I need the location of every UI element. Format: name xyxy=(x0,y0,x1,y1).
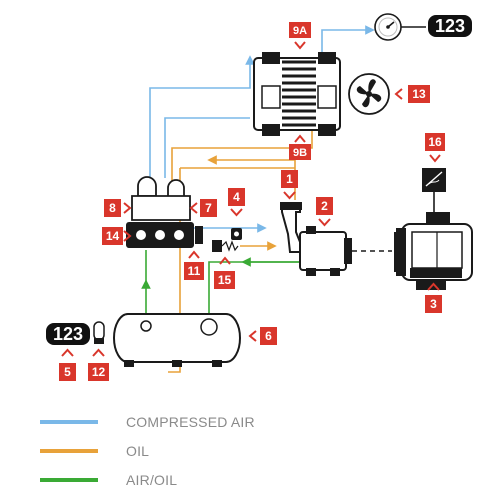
callout-1: 1 xyxy=(281,170,298,200)
svg-text:11: 11 xyxy=(188,264,201,278)
callout-12: 12 xyxy=(88,348,109,381)
callout-16: 16 xyxy=(425,133,445,163)
callout-3: 3 xyxy=(425,282,442,313)
compressed-air-swatch xyxy=(40,420,98,424)
filter-component xyxy=(212,240,239,252)
callout-6: 6 xyxy=(248,327,277,345)
callout-7: 7 xyxy=(189,199,217,217)
svg-text:9B: 9B xyxy=(293,147,307,159)
fan-icon xyxy=(348,73,390,115)
pressure-gauge-icon xyxy=(374,13,402,41)
legend-item-oil: OIL xyxy=(40,441,149,461)
svg-text:16: 16 xyxy=(428,135,442,149)
legend-label: OIL xyxy=(126,443,150,459)
callout-11: 11 xyxy=(184,250,204,280)
separator-assembly xyxy=(126,176,203,248)
callout-layer: 9A 9B 13 16 1 2 xyxy=(59,22,445,381)
callout-5: 5 xyxy=(59,348,76,381)
air-oil-swatch xyxy=(40,478,98,482)
electric-motor xyxy=(394,212,473,290)
callout-4: 4 xyxy=(228,188,245,217)
svg-text:15: 15 xyxy=(218,273,232,287)
callout-13: 13 xyxy=(394,85,430,103)
svg-text:5: 5 xyxy=(64,365,71,379)
legend-item-air-oil: AIR/OIL xyxy=(40,470,177,490)
svg-text:9A: 9A xyxy=(293,25,307,37)
callout-15: 15 xyxy=(214,256,235,289)
air-end-unit xyxy=(280,202,352,276)
callout-14: 14 xyxy=(102,227,132,245)
oil-lines xyxy=(168,128,313,373)
cooler-unit xyxy=(253,52,341,136)
svg-text:8: 8 xyxy=(109,201,116,215)
valve-4 xyxy=(231,228,242,240)
svg-text:14: 14 xyxy=(106,229,120,243)
svg-text:12: 12 xyxy=(92,365,106,379)
tank-pressure-readout: 123 xyxy=(46,323,90,345)
controller-box-icon xyxy=(422,168,446,212)
air-receiver-tank xyxy=(113,313,241,367)
callout-8: 8 xyxy=(104,199,132,217)
top-pressure-readout: 123 xyxy=(428,15,472,37)
svg-text:4: 4 xyxy=(233,190,240,204)
svg-text:2: 2 xyxy=(321,199,328,213)
legend-label: AIR/OIL xyxy=(126,472,178,488)
svg-text:13: 13 xyxy=(412,87,426,101)
callout-9a: 9A xyxy=(289,22,311,50)
legend-item-compressed-air: COMPRESSED AIR xyxy=(40,412,255,432)
pressure-sensor-icon xyxy=(93,321,105,344)
tank-readout-value: 123 xyxy=(53,324,83,344)
svg-text:1: 1 xyxy=(286,172,293,186)
top-readout-value: 123 xyxy=(435,16,465,36)
callout-9b: 9B xyxy=(289,134,311,160)
legend-label: COMPRESSED AIR xyxy=(126,414,255,430)
svg-text:6: 6 xyxy=(265,329,272,343)
callout-2: 2 xyxy=(316,197,333,227)
svg-text:3: 3 xyxy=(430,297,437,311)
oil-swatch xyxy=(40,449,98,453)
svg-text:7: 7 xyxy=(205,201,212,215)
